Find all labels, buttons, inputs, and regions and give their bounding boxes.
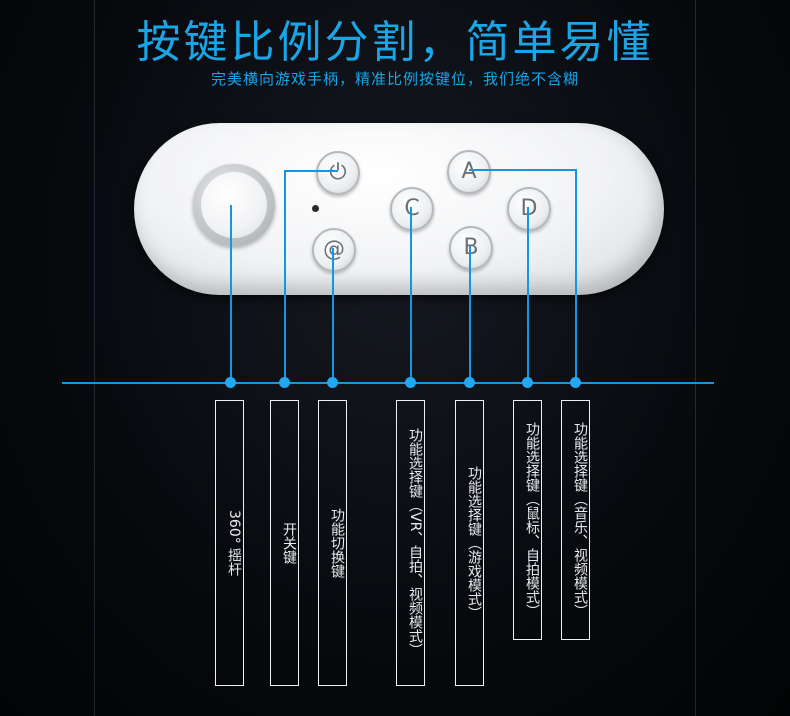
label-mode-switch: 功能切换键 [318,400,347,686]
button-a-connector-vertical [575,169,577,383]
button-a-connector-horizontal [469,169,576,171]
connector-dot [405,377,416,388]
at-button-label: @ [323,237,345,262]
label-joystick: 360° 摇杆 [215,400,244,686]
mode-switch-button: @ [312,228,356,272]
label-button-c-text: 功能选择键（VR、自拍、视频模式） [407,428,423,658]
label-joystick-text: 360° 摇杆 [226,509,242,577]
joystick-connector [230,205,232,383]
label-button-b-text: 功能选择键（游戏模式） [466,466,482,620]
connector-dot [327,377,338,388]
label-button-d: 功能选择键（鼠标、自拍模式） [513,400,542,640]
page-subtitle: 完美横向游戏手柄，精准比例按键位，我们绝不含糊 [210,70,579,88]
label-power-text: 开关键 [281,522,297,564]
button-a-label: A [461,159,477,184]
label-button-a-text: 功能选择键（音乐、视频模式） [572,422,588,618]
power-connector-horizontal [284,170,338,172]
connector-dot [279,377,290,388]
background-guide-line [695,0,696,716]
mode-switch-connector [332,248,334,383]
connector-dot [570,377,581,388]
label-button-a: 功能选择键（音乐、视频模式） [561,400,590,640]
button-b: B [449,226,493,270]
page-title: 按键比例分割，简单易懂 [136,17,654,68]
label-mode-switch-text: 功能切换键 [329,508,345,578]
button-a: A [447,150,491,194]
joystick-cap [201,172,267,238]
label-button-c: 功能选择键（VR、自拍、视频模式） [396,400,425,686]
connector-dot [225,377,236,388]
button-c-label: C [404,196,420,221]
power-button: ⏻ [316,151,360,195]
connector-dot [464,377,475,388]
label-button-d-text: 功能选择键（鼠标、自拍模式） [524,422,540,618]
button-d-connector [527,207,529,383]
label-baseline [62,382,714,384]
power-icon: ⏻ [329,160,347,185]
power-connector-vertical [284,170,286,383]
connector-dot [522,377,533,388]
indicator-led [312,205,319,212]
button-b-label: B [463,235,479,260]
button-c-connector [410,207,412,383]
button-b-connector [469,246,471,383]
label-button-b: 功能选择键（游戏模式） [455,400,484,686]
label-power: 开关键 [270,400,299,686]
button-c: C [390,187,434,231]
background-guide-line [94,0,95,716]
button-d: D [507,187,551,231]
